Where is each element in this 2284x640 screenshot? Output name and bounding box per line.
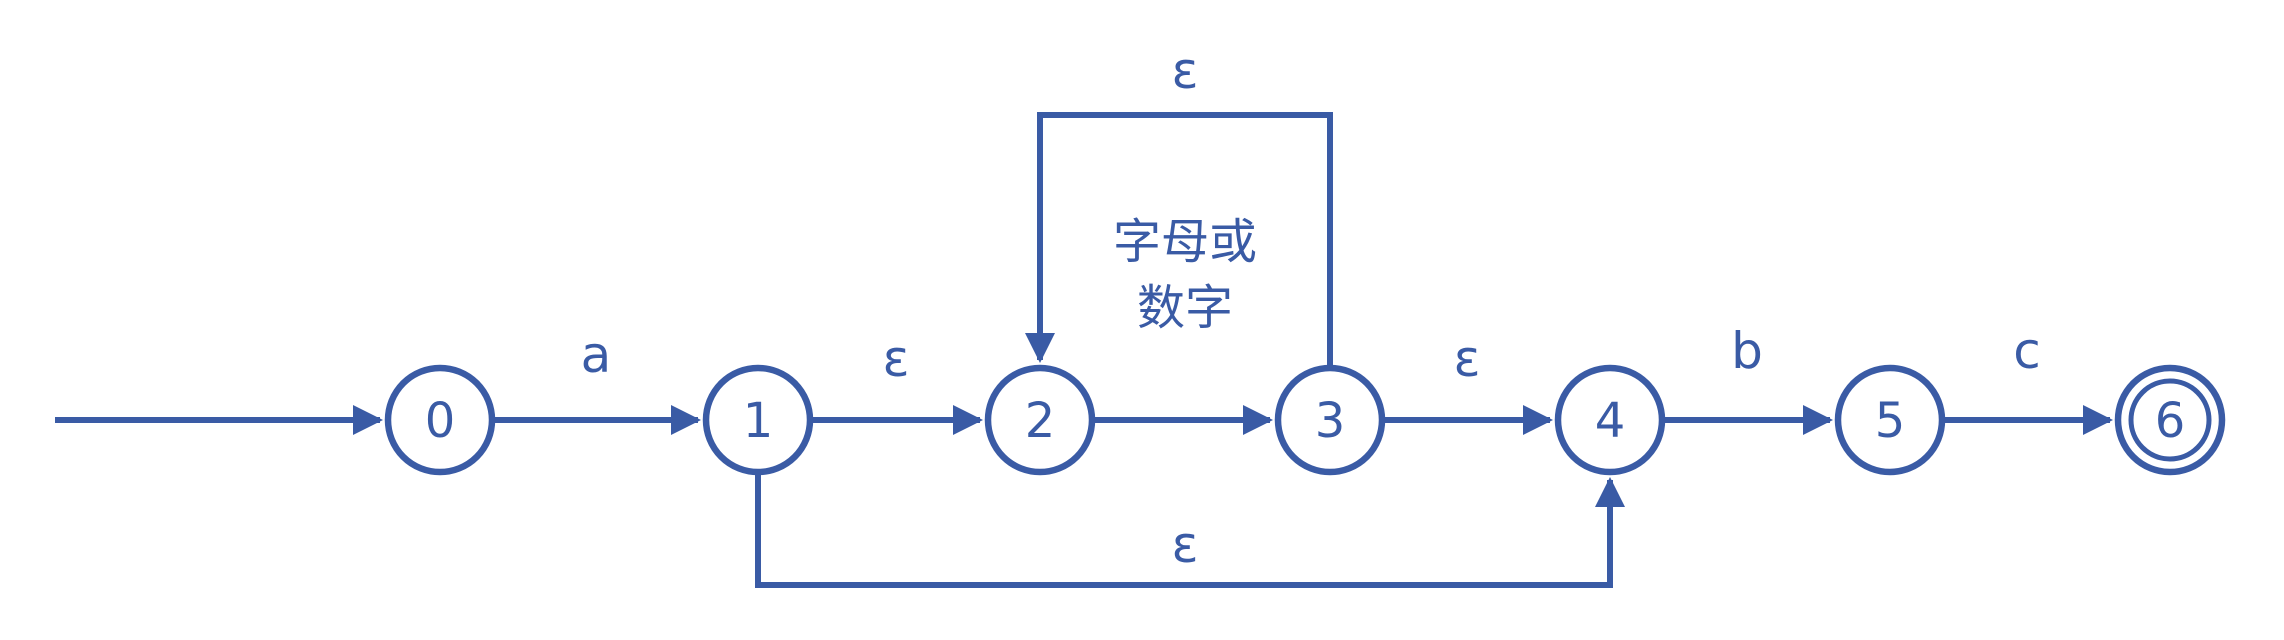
- state-3-label: 3: [1315, 393, 1346, 449]
- edge-3-2-loop: [1025, 112, 1333, 368]
- state-3-circle: [1274, 364, 1386, 476]
- edge-2-3-label-line2: 数字: [1137, 280, 1233, 336]
- state-6-inner-circle: [2128, 378, 2212, 462]
- state-0-label: 0: [425, 393, 456, 449]
- state-1-label: 1: [743, 393, 774, 449]
- edge-5-6-label: c: [2013, 322, 2041, 380]
- edge-1-2-label: ε: [882, 330, 909, 388]
- state-5-circle: [1834, 364, 1946, 476]
- state-2-circle: [984, 364, 1096, 476]
- state-4-circle: [1554, 364, 1666, 476]
- state-5: 5: [1834, 364, 1946, 476]
- edge-0-1-label: a: [581, 326, 612, 384]
- state-6-label: 6: [2155, 393, 2186, 449]
- state-3: 3: [1274, 364, 1386, 476]
- edge-1-4-bypass-label: ε: [1171, 516, 1198, 574]
- state-1: 1: [702, 364, 814, 476]
- state-2: 2: [984, 364, 1096, 476]
- state-0: 0: [384, 364, 496, 476]
- state-0-circle: [384, 364, 496, 476]
- state-2-label: 2: [1025, 393, 1056, 449]
- state-5-label: 5: [1875, 393, 1906, 449]
- edge-3-4-label: ε: [1453, 330, 1480, 388]
- edge-4-5-label: b: [1731, 322, 1763, 380]
- state-4-label: 4: [1595, 393, 1626, 449]
- state-1-circle: [702, 364, 814, 476]
- edge-2-3-label-line1: 字母或: [1113, 214, 1257, 270]
- state-4: 4: [1554, 364, 1666, 476]
- edge-1-4-bypass: [755, 472, 1625, 588]
- state-6-accepting: 6: [2114, 364, 2226, 476]
- edge-3-2-loop-label: ε: [1171, 42, 1198, 100]
